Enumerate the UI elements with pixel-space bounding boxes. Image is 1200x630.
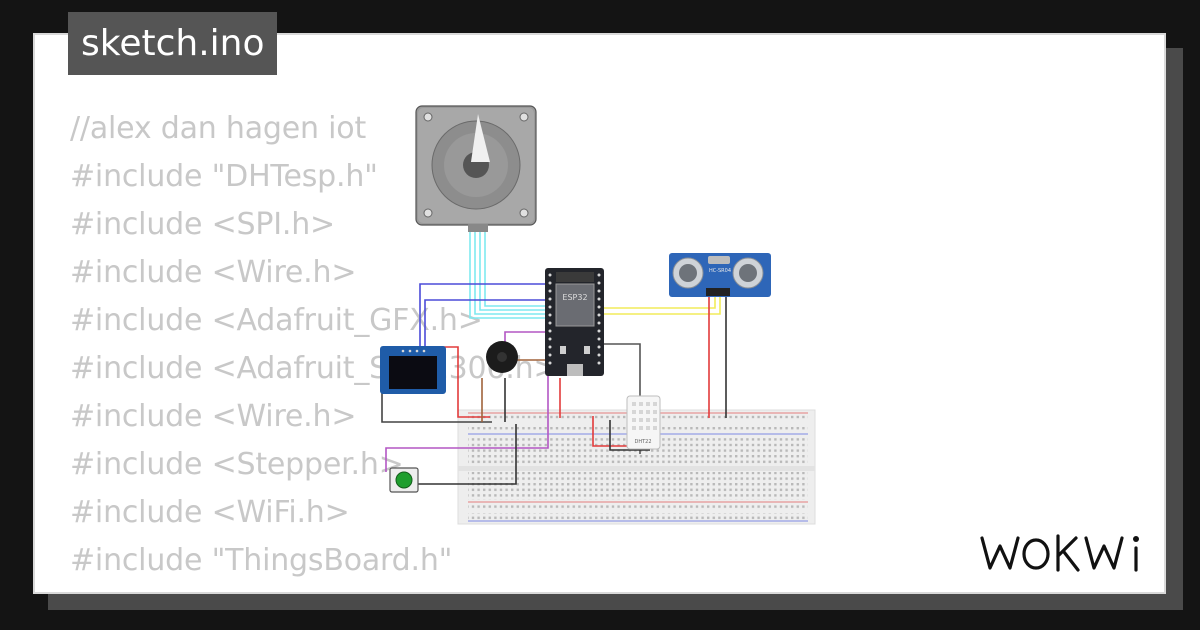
wokwi-logo bbox=[980, 534, 1139, 572]
sketch-title: sketch.ino bbox=[68, 12, 278, 75]
code-line: #include <Stepper.h> bbox=[70, 447, 404, 482]
code-line: #include "ThingsBoard.h" bbox=[70, 543, 453, 578]
code-line: #include <SPI.h> bbox=[70, 207, 335, 242]
stepper-motor bbox=[415, 105, 537, 232]
code-line: #include <WiFi.h> bbox=[70, 495, 350, 530]
esp32-board: ESP32 bbox=[545, 268, 604, 376]
code-line: //alex dan hagen iot bbox=[70, 111, 367, 146]
dht22-label: DHT22 bbox=[634, 439, 651, 445]
esp32-label: ESP32 bbox=[562, 293, 587, 302]
code-line: #include <Wire.h> bbox=[70, 399, 357, 434]
buzzer bbox=[486, 341, 518, 373]
code-line: #include "DHTesp.h" bbox=[70, 159, 378, 194]
code-preview: //alex dan hagen iot #include "DHTesp.h"… bbox=[70, 105, 583, 592]
code-line: #include <Wire.h> bbox=[70, 255, 357, 290]
push-button bbox=[389, 467, 419, 493]
wires bbox=[381, 224, 727, 485]
code-line: #include <Adafruit_GFX.h> bbox=[70, 303, 483, 338]
ultrasonic-sensor: HC-SR04 bbox=[669, 253, 771, 297]
dht22-sensor: DHT22 bbox=[626, 395, 661, 450]
oled-display bbox=[380, 346, 446, 394]
code-line: #include <ThingsBoard_ESP32.h> bbox=[70, 585, 583, 592]
ultrasonic-label: HC-SR04 bbox=[709, 268, 731, 274]
